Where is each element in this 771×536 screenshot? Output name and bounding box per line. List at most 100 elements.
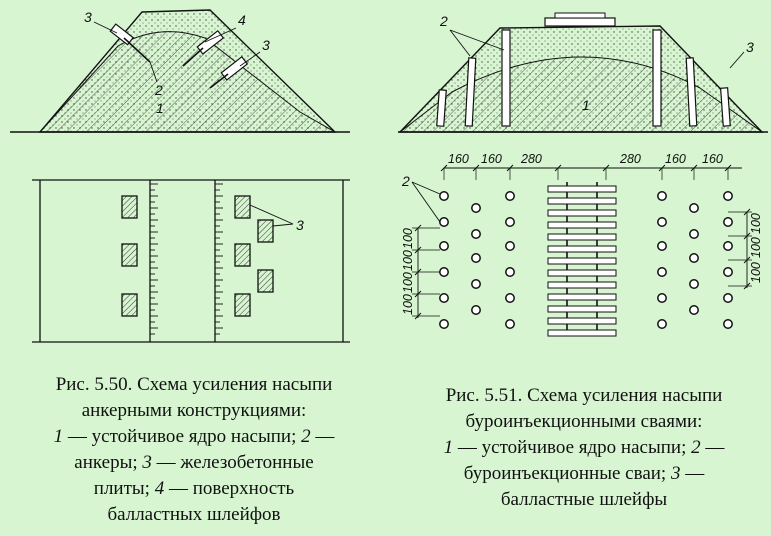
- caption-text: — устойчивое ядро насыпи;: [63, 426, 302, 447]
- dim-vertical-left: 100: [401, 294, 415, 315]
- pile-circle: [657, 191, 667, 201]
- pile-circle: [657, 293, 667, 303]
- plate: [121, 195, 138, 219]
- pile-circle: [689, 229, 699, 239]
- label-plates-b: 3: [262, 37, 270, 53]
- pile-circle: [505, 293, 515, 303]
- embankment-core: [398, 56, 764, 133]
- pile-circle: [505, 241, 515, 251]
- pile-circle: [505, 191, 515, 201]
- pile-circle: [689, 305, 699, 315]
- sleeper: [547, 197, 617, 205]
- caption-line: плиты; 4 — поверхность: [8, 476, 380, 502]
- pile-circle: [471, 203, 481, 213]
- dim-280-a: 280: [520, 152, 542, 166]
- caption-fig-550: Рис. 5.50. Схема усиления насыпи анкерны…: [8, 372, 380, 528]
- label-plates-a: 3: [84, 9, 92, 25]
- slope-ticks-left: [150, 183, 158, 335]
- sleeper: [547, 233, 617, 241]
- dim-tick: [414, 246, 422, 254]
- dim-tick: [743, 232, 751, 240]
- pile-circle: [657, 217, 667, 227]
- anchor-left: [109, 23, 151, 63]
- caption-line: Рис. 5.50. Схема усиления насыпи: [55, 374, 333, 395]
- fig550-plan-view: 3: [32, 179, 350, 343]
- pile-circle: [439, 293, 449, 303]
- plate: [234, 195, 251, 219]
- dim-vertical-left: 100: [401, 250, 415, 271]
- pile-circle: [723, 191, 733, 201]
- label-piles: 2: [439, 13, 448, 29]
- caption-number: 2: [691, 437, 701, 458]
- caption-text: — устойчивое ядро насыпи;: [453, 437, 692, 458]
- label-core: 1: [582, 97, 590, 113]
- dim-160-c: 160: [665, 152, 686, 166]
- pile-circle: [723, 241, 733, 251]
- label-surface: 4: [238, 12, 246, 28]
- dim-vertical-right: 100: [749, 213, 763, 234]
- pile-circle: [505, 267, 515, 277]
- caption-line: 1 — устойчивое ядро насыпи; 2 —: [8, 424, 380, 450]
- pile-circle: [505, 217, 515, 227]
- caption-line: анкерными конструкциями:: [81, 400, 307, 421]
- dim-vertical-left: 100: [401, 272, 415, 293]
- pile-circle: [657, 267, 667, 277]
- caption-text: —: [310, 426, 335, 447]
- dim-vertical-left: 100: [401, 228, 415, 249]
- pile-circle: [723, 319, 733, 329]
- caption-text: — поверхность: [164, 478, 295, 499]
- pile-circle: [471, 229, 481, 239]
- label-piles-plan: 2: [401, 173, 410, 189]
- caption-fig-551: Рис. 5.51. Схема усиления насыпи буроинъ…: [400, 383, 768, 513]
- dim-280-b: 280: [619, 152, 641, 166]
- pile-circle: [439, 319, 449, 329]
- sleeper: [547, 293, 617, 301]
- pile-circle: [471, 253, 481, 263]
- sleeper: [547, 269, 617, 277]
- sleeper: [547, 305, 617, 313]
- caption-number: 4: [154, 478, 165, 499]
- caption-text: — железобетонные: [151, 452, 314, 473]
- pile-circle: [723, 293, 733, 303]
- label-plates-plan: 3: [296, 217, 304, 233]
- pile-circle: [689, 253, 699, 263]
- caption-text: буроинъекционные сваи;: [463, 463, 671, 484]
- dim-160-a: 160: [448, 152, 469, 166]
- caption-text: анкеры;: [74, 452, 143, 473]
- dim-tick: [743, 208, 751, 216]
- plate: [257, 269, 274, 293]
- sleeper: [547, 245, 617, 253]
- pile-circle: [439, 217, 449, 227]
- caption-number: 3: [142, 452, 152, 473]
- pile-circle: [439, 191, 449, 201]
- plate: [257, 219, 274, 243]
- dim-tick: [414, 224, 422, 232]
- plate: [121, 243, 138, 267]
- dim-160-d: 160: [702, 152, 723, 166]
- caption-number: 1: [443, 437, 454, 458]
- anchor-right-lower: [209, 56, 249, 89]
- caption-line: 1 — устойчивое ядро насыпи; 2 —: [400, 435, 768, 461]
- pile-circle: [657, 319, 667, 329]
- caption-line: буроинъекционные сваи; 3 —: [400, 461, 768, 487]
- track-rails: [554, 12, 606, 19]
- pile-circle: [471, 305, 481, 315]
- dim-tick: [414, 312, 422, 320]
- dim-tick: [414, 268, 422, 276]
- plate: [234, 243, 251, 267]
- sleeper: [547, 185, 617, 193]
- dim-tick: [414, 290, 422, 298]
- pile-circle: [689, 279, 699, 289]
- pile-circle: [471, 279, 481, 289]
- dim-tick: [743, 282, 751, 290]
- plate: [121, 293, 138, 317]
- caption-line: анкеры; 3 — железобетонные: [8, 450, 380, 476]
- caption-text: —: [700, 437, 725, 458]
- bored-piles: [436, 29, 731, 127]
- sleeper: [547, 329, 617, 337]
- caption-line: балластные шлейфы: [500, 489, 668, 510]
